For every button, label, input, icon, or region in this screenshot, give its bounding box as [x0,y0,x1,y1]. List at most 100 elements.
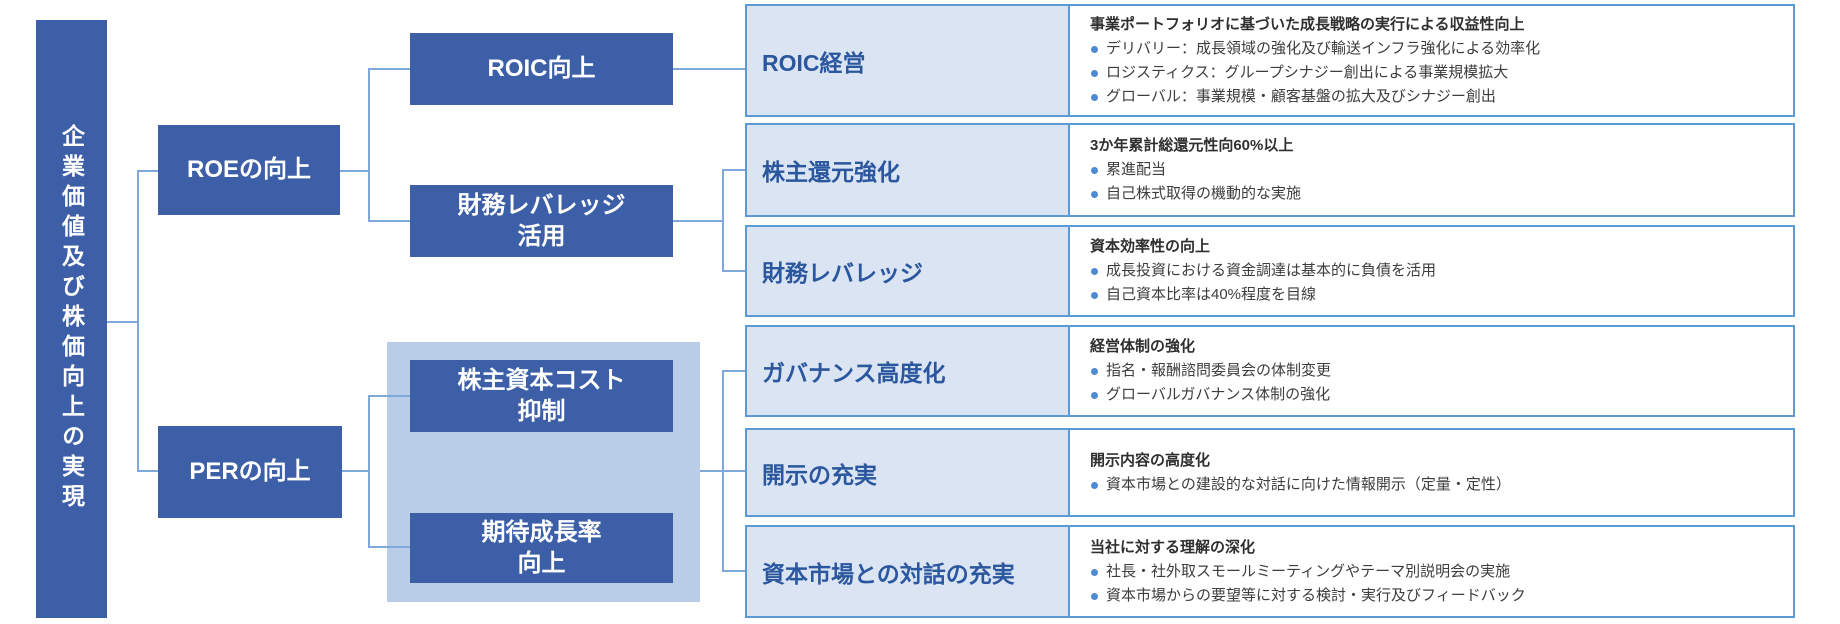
row-label-text: 財務レバレッジ [762,260,923,286]
row-label: 資本市場との対話の充実 [747,527,1070,616]
bullet-dot-icon [1091,592,1098,600]
bullet-text: 資本市場との建設的な対話に向けた情報開示（定量・定性） [1106,475,1511,493]
node-expected-growth-label: 期待成長率 向上 [481,518,602,577]
bullet-item: 社長・社外取スモールミーティングやテーマ別説明会の実施 [1090,560,1783,584]
connector-line [107,321,137,323]
description-heading: 事業ポートフォリオに基づいた成長戦略の実行による収益性向上 [1090,15,1525,33]
bullet-dot-icon [1091,93,1098,101]
row-description: 3か年累計総還元性向60%以上 累進配当 自己株式取得の機動的な実施 [1070,125,1793,215]
bullet-item: 自己株式取得の機動的な実施 [1090,182,1783,206]
description-heading: 経営体制の強化 [1090,338,1196,355]
node-roic-label: ROIC向上 [487,55,596,83]
bullet-item: 資本市場との建設的な対話に向けた情報開示（定量・定性） [1090,473,1783,497]
row-label: 株主還元強化 [747,125,1070,215]
connector-line [673,220,722,222]
connector-line [368,546,410,548]
root-goal-bar: 企業価値及び株価向上の実現 [36,20,107,618]
row-label-text: 株主還元強化 [762,159,900,185]
row-label-text: ROIC経営 [762,49,866,76]
bullet-text: 自己株式取得の機動的な実施 [1106,185,1302,202]
row-label-text: ガバナンス高度化 [762,360,946,386]
bullet-text: グローバル：事業規模・顧客基盤の拡大及びシナジー創出 [1106,87,1496,105]
row-description: 経営体制の強化 指名・報酬諮問委員会の体制変更 グローバルガバナンス体制の強化 [1070,327,1793,415]
node-roic: ROIC向上 [410,33,673,105]
row-disclosure: 開示の充実 開示内容の高度化 資本市場との建設的な対話に向けた情報開示（定量・定… [745,428,1795,517]
bullet-item: グローバルガバナンス体制の強化 [1090,383,1783,407]
connector-line [368,68,370,222]
connector-line [722,370,745,372]
connector-line [722,470,745,472]
description-heading: 当社に対する理解の深化 [1090,538,1256,556]
bullet-dot-icon [1091,481,1098,489]
bullet-list: 社長・社外取スモールミーティングやテーマ別説明会の実施 資本市場からの要望等に対… [1090,560,1783,608]
connector-line [137,170,158,172]
node-roe: ROEの向上 [158,125,340,215]
bullet-dot-icon [1091,69,1098,77]
node-per: PERの向上 [158,426,342,518]
bullet-item: ロジスティクス：グループシナジー創出による事業規模拡大 [1090,61,1783,85]
bullet-dot-icon [1091,292,1098,299]
connector-line [368,395,370,548]
connector-line [368,220,410,222]
bullet-item: グローバル：事業規模・顧客基盤の拡大及びシナジー創出 [1090,85,1783,109]
row-label: ROIC経営 [747,6,1070,115]
connector-line [722,270,745,272]
bullet-dot-icon [1091,167,1098,174]
row-capital-market-dialogue: 資本市場との対話の充実 当社に対する理解の深化 社長・社外取スモールミーティング… [745,525,1795,618]
row-shareholder-returns: 株主還元強化 3か年累計総還元性向60%以上 累進配当 自己株式取得の機動的な実… [745,123,1795,217]
connector-line [722,570,745,572]
connector-line [340,170,368,172]
bullet-item: 資本市場からの要望等に対する検討・実行及びフィードバック [1090,584,1783,608]
node-per-label: PERの向上 [189,458,311,486]
bullet-text: デリバリー：成長領域の強化及び輸送インフラ強化による効率化 [1106,39,1541,57]
bullet-item: 成長投資における資金調達は基本的に負債を活用 [1090,259,1783,283]
bullet-dot-icon [1091,392,1098,399]
bullet-item: デリバリー：成長領域の強化及び輸送インフラ強化による効率化 [1090,37,1783,61]
bullet-item: 自己資本比率は40%程度を目線 [1090,283,1783,307]
row-description: 開示内容の高度化 資本市場との建設的な対話に向けた情報開示（定量・定性） [1070,430,1793,515]
bullet-item: 累進配当 [1090,158,1783,182]
connector-line [342,470,368,472]
description-heading: 開示内容の高度化 [1090,451,1211,469]
bullet-list: 累進配当 自己株式取得の機動的な実施 [1090,158,1783,206]
row-description: 資本効率性の向上 成長投資における資金調達は基本的に負債を活用 自己資本比率は4… [1070,227,1793,315]
node-equity-cost-control-label: 株主資本コスト 抑制 [457,366,626,425]
bullet-text: 自己資本比率は40%程度を目線 [1106,286,1317,303]
row-label: 財務レバレッジ [747,227,1070,315]
connector-line [368,395,410,397]
bullet-text: 指名・報酬諮問委員会の体制変更 [1106,362,1332,379]
root-goal-label: 企業価値及び株価向上の実現 [58,124,85,514]
connector-line [137,470,158,472]
connector-line [368,68,410,70]
node-expected-growth: 期待成長率 向上 [410,513,673,583]
bullet-dot-icon [1091,568,1098,576]
bullet-text: グローバルガバナンス体制の強化 [1106,386,1331,403]
node-financial-leverage-use-label: 財務レバレッジ 活用 [457,191,626,250]
connector-line [722,169,724,272]
bullet-text: ロジスティクス：グループシナジー創出による事業規模拡大 [1106,63,1509,81]
row-description: 当社に対する理解の深化 社長・社外取スモールミーティングやテーマ別説明会の実施 … [1070,527,1793,616]
connector-line [700,470,722,472]
bullet-text: 社長・社外取スモールミーティングやテーマ別説明会の実施 [1106,562,1511,580]
bullet-text: 成長投資における資金調達は基本的に負債を活用 [1106,262,1437,279]
description-heading: 資本効率性の向上 [1090,238,1211,255]
description-heading: 3か年累計総還元性向60%以上 [1090,137,1294,154]
connector-line [722,169,745,171]
bullet-list: 指名・報酬諮問委員会の体制変更 グローバルガバナンス体制の強化 [1090,359,1783,407]
connector-line [137,170,139,472]
bullet-list: デリバリー：成長領域の強化及び輸送インフラ強化による効率化 ロジスティクス：グル… [1090,37,1783,109]
row-label-text: 開示の充実 [762,461,877,488]
bullet-item: 指名・報酬諮問委員会の体制変更 [1090,359,1783,383]
row-label: 開示の充実 [747,430,1070,515]
row-description: 事業ポートフォリオに基づいた成長戦略の実行による収益性向上 デリバリー：成長領域… [1070,6,1793,115]
connector-line [673,68,745,70]
bullet-text: 累進配当 [1106,161,1167,178]
bullet-dot-icon [1091,191,1098,198]
node-roe-label: ROEの向上 [186,156,311,184]
bullet-dot-icon [1091,45,1098,53]
row-governance: ガバナンス高度化 経営体制の強化 指名・報酬諮問委員会の体制変更 グローバルガバ… [745,325,1795,417]
row-label-text: 資本市場との対話の充実 [762,560,1015,587]
row-financial-leverage: 財務レバレッジ 資本効率性の向上 成長投資における資金調達は基本的に負債を活用 … [745,225,1795,317]
node-equity-cost-control: 株主資本コスト 抑制 [410,360,673,432]
